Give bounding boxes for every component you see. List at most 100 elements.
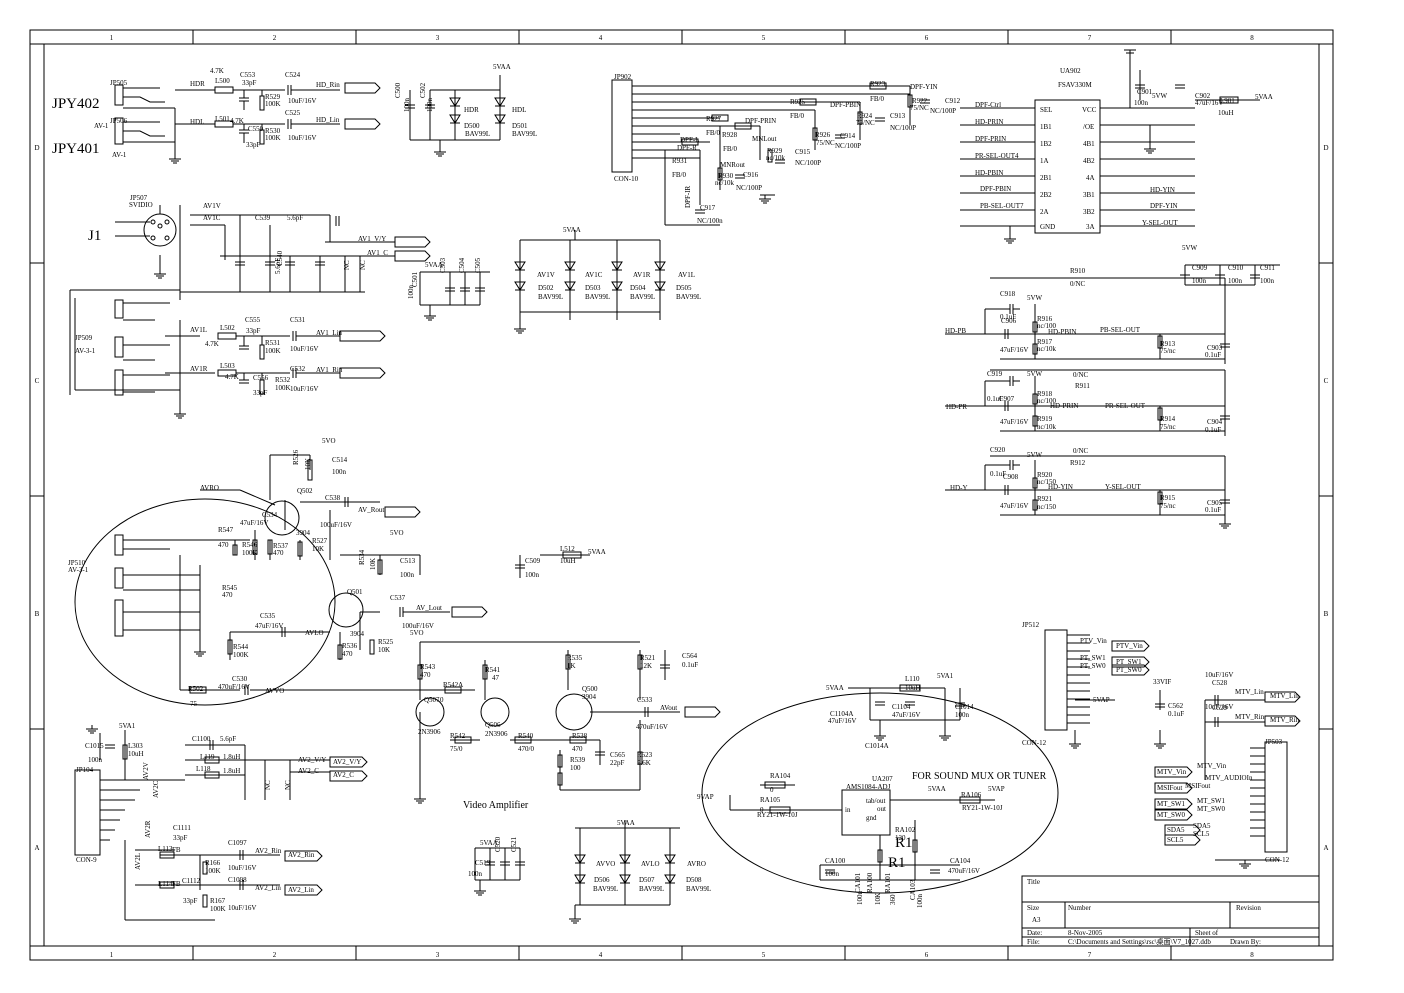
label-l210: 0.1uF	[990, 470, 1006, 478]
label-l118: C539	[255, 214, 271, 222]
label-l448: NC	[264, 780, 272, 790]
label-l244: 470	[273, 549, 284, 557]
label-l320: PT_SW0	[1080, 662, 1106, 670]
label-l183: 5VW	[1182, 244, 1198, 252]
label-l203: PR-SEL-OUT	[1105, 402, 1146, 410]
border-row-label: B	[1324, 610, 1329, 618]
label-l259: 10uH	[560, 557, 576, 565]
label-l328: 10uH	[905, 684, 921, 692]
label-l148: C555	[245, 316, 261, 324]
label-l420: C1098	[228, 876, 247, 884]
label-l346: RA105	[760, 796, 781, 804]
label-l194: 47uF/16V	[1000, 418, 1028, 426]
label-l344: RA104	[770, 772, 791, 780]
label-l312: R523	[637, 751, 653, 759]
label-l125: C501	[411, 271, 419, 287]
label-l95: VCC	[1082, 106, 1097, 114]
label-l207: 0.1uF	[1205, 426, 1221, 434]
label-l269: R525	[378, 638, 394, 646]
label-l122: C540	[276, 250, 284, 266]
label-l155: AV1R	[190, 365, 208, 373]
label-l35: 100n	[426, 98, 434, 113]
label-l79: FSAV330M	[1058, 81, 1092, 89]
label-l297: 470uF/16V	[636, 723, 668, 731]
label-l225: 0.1uF	[1205, 506, 1221, 514]
label-l283: R541	[485, 666, 501, 674]
label-l91: 2B1	[1040, 174, 1052, 182]
label-l389: CON-12	[1265, 856, 1290, 864]
border-row-label: C	[35, 377, 40, 385]
label-l178: PB-SEL-OUT	[1100, 326, 1141, 334]
label-l116: AV1V	[203, 202, 221, 210]
label-l273: R536	[342, 642, 358, 650]
label-l403: AV2_V/Y	[298, 756, 326, 764]
label-l65: nc/10k	[766, 154, 786, 162]
label-l347: 0	[760, 806, 764, 814]
label-l324: C562	[1168, 702, 1184, 710]
label-l229: 5VO	[322, 437, 336, 445]
label-l302: R542	[450, 732, 466, 740]
label-l350: RA106	[961, 791, 982, 799]
label-l193: C907	[999, 395, 1015, 403]
label-l359: RA100	[866, 872, 874, 893]
border-column-label: 3	[436, 34, 440, 42]
label-l120: AV1_V/Y	[358, 235, 386, 243]
label-l111: L901	[1220, 97, 1235, 105]
label-l195: 5VW	[1027, 370, 1043, 378]
label-l117: AV1C	[203, 214, 221, 222]
label-l215: nc/150	[1037, 478, 1057, 486]
label-l308: R539	[570, 756, 586, 764]
label-l398: 5.6pF	[220, 735, 236, 743]
label-l246: 10K	[312, 545, 324, 553]
label-l342: gnd	[866, 814, 877, 822]
label-l177: 0/NC	[1070, 280, 1086, 288]
label-l209: C920	[990, 446, 1006, 454]
label-l263: 100uF/16V	[402, 622, 434, 630]
label-l433: C520	[494, 836, 502, 852]
label-l108: 5VW	[1152, 92, 1168, 100]
label-l370: MTV_Lin	[1270, 692, 1299, 700]
label-l119: 5.6pF	[287, 214, 303, 222]
label-l267: AVLO	[305, 629, 324, 637]
label-l288: 12K	[640, 662, 652, 670]
label-l56: DPF-PRIN	[745, 117, 776, 125]
label-l23: 10uF/16V	[288, 134, 316, 142]
label-l421: 10uF/16V	[228, 904, 256, 912]
label-l241: R546	[242, 541, 258, 549]
label-l59: C914	[840, 132, 856, 140]
label-l242: 100K	[242, 549, 258, 557]
label-l104: DPF-YIN	[1150, 202, 1178, 210]
border-column-label: 5	[762, 34, 766, 42]
label-l436: 5VAA	[617, 819, 635, 827]
label-l112: 10uH	[1218, 109, 1234, 117]
label-l175: nc/10k	[1037, 345, 1057, 353]
label-l394: 100n	[88, 756, 103, 764]
label-l53: FB/0	[706, 129, 721, 137]
label-l126: C503	[439, 257, 447, 273]
label-l136: BAV99L	[538, 293, 563, 301]
label-l233: C538	[325, 494, 341, 502]
label-l152: C531	[290, 316, 306, 324]
label-l50: C913	[890, 112, 906, 120]
label-l386: SDA5	[1167, 826, 1185, 834]
label-l329: 5VA1	[937, 672, 954, 680]
label-l422: AV2_Lin	[255, 884, 281, 892]
label-l405: AV2_C	[298, 767, 319, 775]
label-l132: AV1C	[585, 271, 603, 279]
label-l351: 5VAP	[988, 785, 1005, 793]
label-l63: MNLout	[752, 135, 777, 143]
label-l87: SEL	[1040, 106, 1052, 114]
border-column-label: 2	[273, 34, 277, 42]
label-l107: 100n	[1134, 99, 1149, 107]
label-l365: CA104	[950, 857, 971, 865]
label-l414: AV2_Rin	[288, 851, 315, 859]
border-column-label: 1	[110, 34, 114, 42]
label-l362: 360	[889, 894, 897, 905]
label-l11: 100K	[265, 100, 281, 108]
label-l363: CA103	[909, 879, 917, 900]
label-l417: FB	[172, 846, 181, 854]
label-l20: R530	[265, 127, 281, 135]
label-l67: NC/100P	[795, 159, 821, 167]
label-l22: C525	[285, 109, 301, 117]
